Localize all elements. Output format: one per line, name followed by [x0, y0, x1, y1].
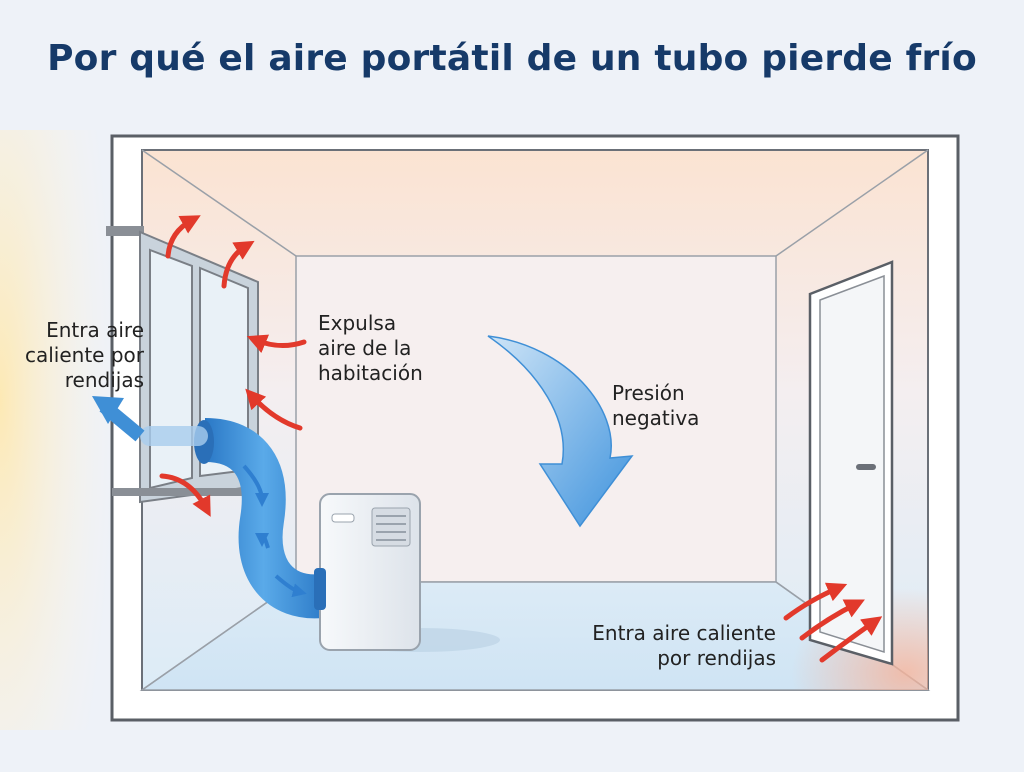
label-line: habitación [318, 361, 423, 386]
label-line: caliente por [4, 343, 144, 368]
label-line: negativa [612, 406, 699, 431]
label-exhaust: Expulsa aire de la habitación [318, 311, 423, 386]
label-line: Entra aire [4, 318, 144, 343]
label-line: Presión [612, 381, 699, 406]
label-negative-pressure: Presión negativa [612, 381, 699, 431]
label-line: Entra aire caliente [560, 621, 776, 646]
label-line: Expulsa [318, 311, 423, 336]
page-title: Por qué el aire portátil de un tubo pier… [0, 38, 1024, 79]
label-left-warm-inflow: Entra aire caliente por rendijas [4, 318, 144, 393]
label-line: por rendijas [560, 646, 776, 671]
label-right-warm-inflow: Entra aire caliente por rendijas [560, 621, 776, 671]
label-line: aire de la [318, 336, 423, 361]
door [810, 262, 892, 664]
label-line: rendijas [4, 368, 144, 393]
